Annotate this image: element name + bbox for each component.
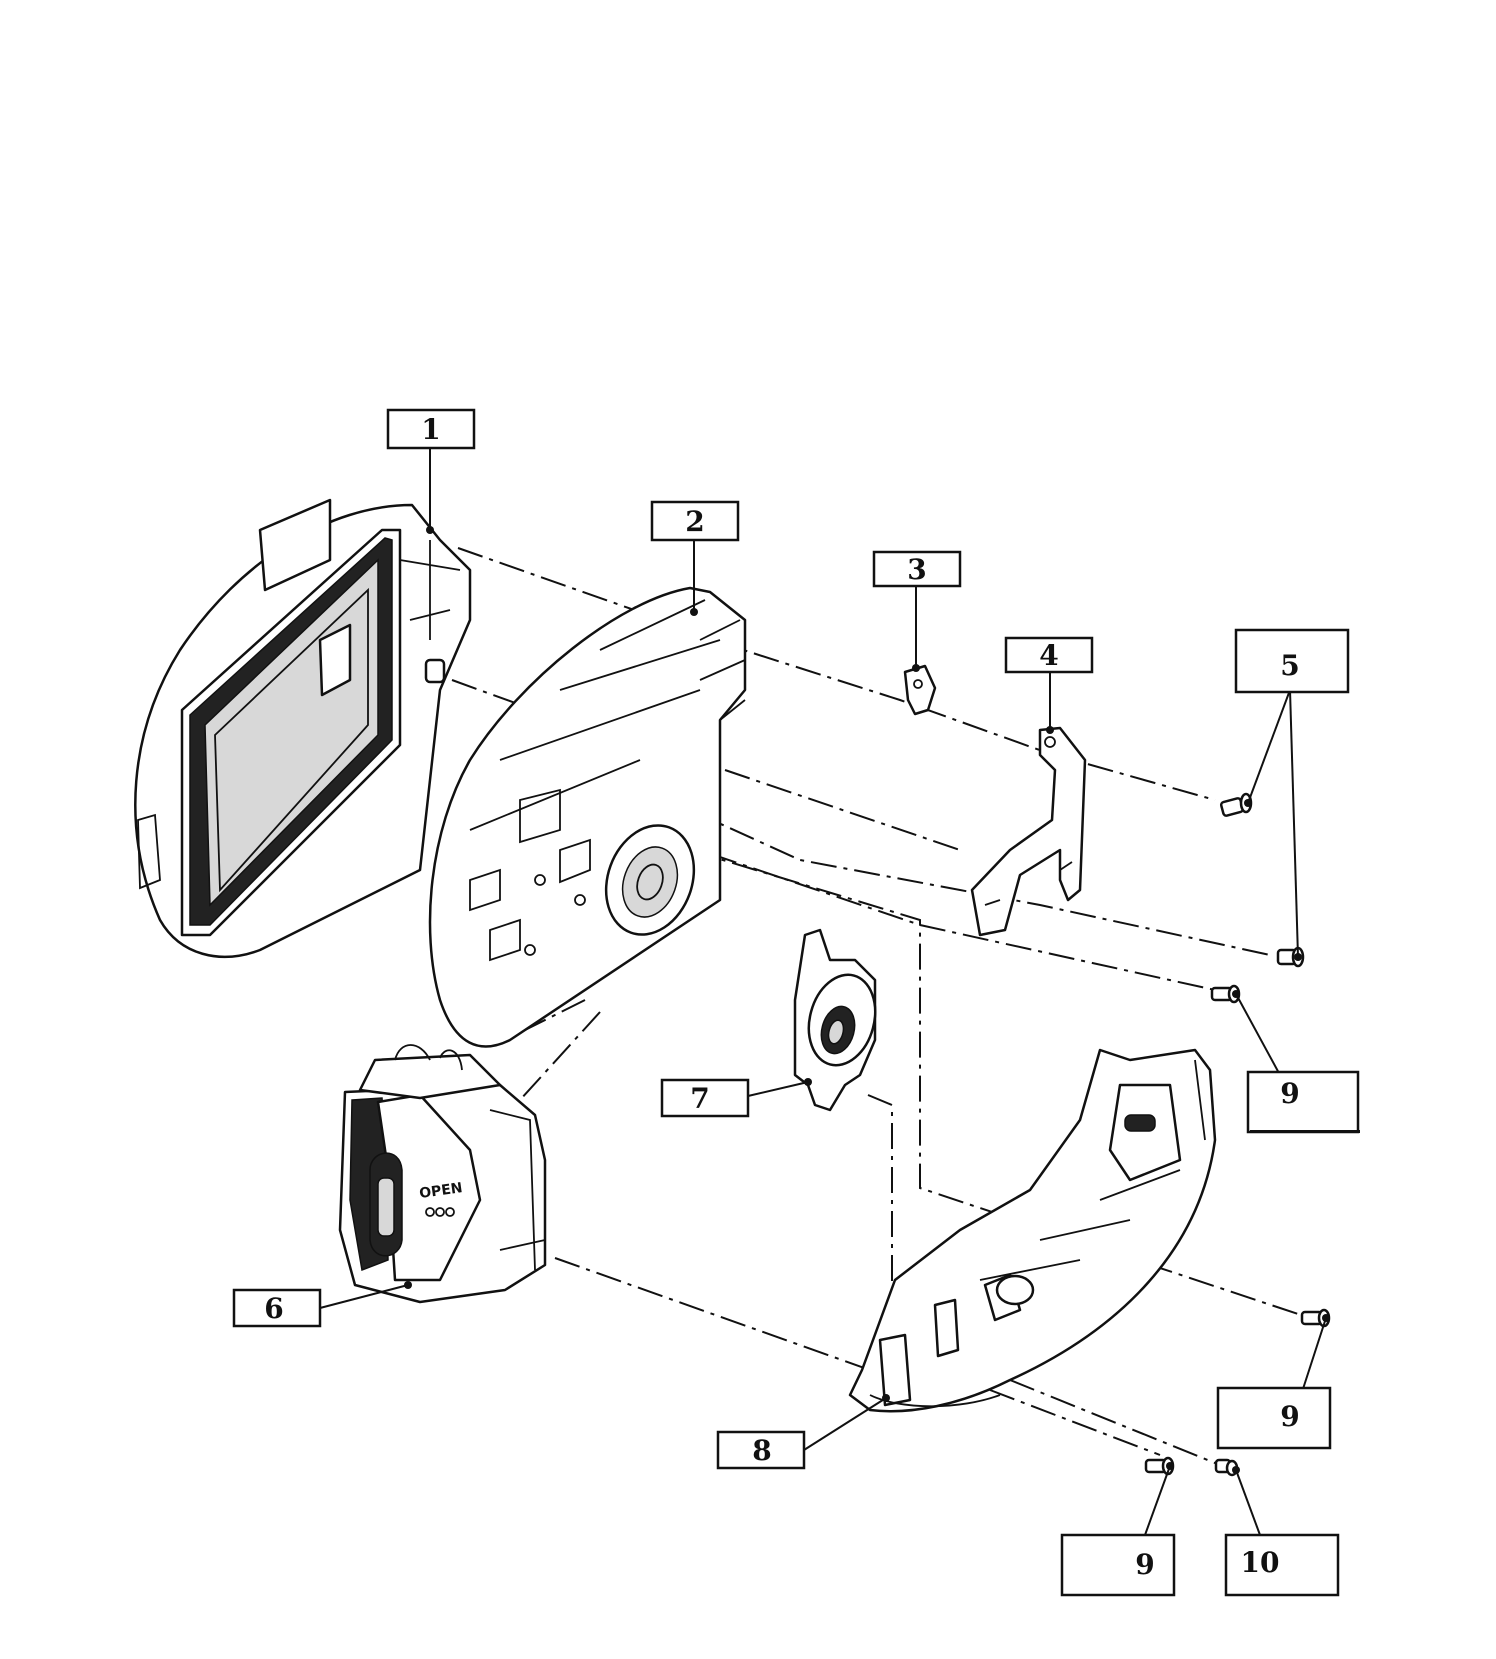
callout-3-label: 3 xyxy=(907,553,926,586)
callout-4: 4 xyxy=(1004,636,1094,674)
part-8-rear-housing xyxy=(848,1048,1217,1413)
callout-2: 2 xyxy=(650,500,740,542)
callout-10-label: 10 xyxy=(1241,1546,1280,1579)
open-marking: OPEN xyxy=(418,1180,463,1202)
callout-6-label: 6 xyxy=(264,1292,283,1325)
leader-lines xyxy=(319,448,1327,1536)
part-6-latch-cover: OPEN xyxy=(338,1044,547,1304)
callout-5: 5 xyxy=(1234,628,1350,694)
callout-8: 8 xyxy=(716,1430,806,1470)
callout-5-label: 5 xyxy=(1280,649,1299,682)
callout-1: 1 xyxy=(386,408,476,450)
callout-7-label: 7 xyxy=(690,1082,709,1115)
part-2-mid-chassis xyxy=(428,586,747,1048)
part-1-front-bezel xyxy=(134,498,472,958)
part-3-small-bracket xyxy=(903,664,937,716)
callout-1-label: 1 xyxy=(421,413,440,446)
part-7-speaker-bracket xyxy=(793,928,877,1112)
callout-9c-label: 9 xyxy=(1135,1548,1154,1581)
callout-4-label: 4 xyxy=(1039,639,1058,672)
part-9-screws xyxy=(1144,984,1331,1476)
screw-9a xyxy=(1210,984,1241,1004)
callout-7: 7 xyxy=(660,1078,750,1118)
callout-6: 6 xyxy=(232,1288,322,1328)
callout-8-label: 8 xyxy=(752,1434,771,1467)
part-4-metal-bracket xyxy=(970,726,1087,937)
callout-9a: 9 xyxy=(1246,1070,1360,1134)
callout-9a-label: 9 xyxy=(1280,1077,1299,1110)
part-10-clip xyxy=(1214,1458,1240,1477)
screw-5a xyxy=(1219,792,1253,817)
callout-10: 10 xyxy=(1224,1533,1340,1597)
callout-9b: 9 xyxy=(1216,1386,1332,1450)
part-5-screws xyxy=(1219,792,1305,968)
callout-9c: 9 xyxy=(1060,1533,1176,1597)
screw-5b xyxy=(1276,946,1305,968)
callout-9b-label: 9 xyxy=(1280,1400,1299,1433)
callout-3: 3 xyxy=(872,550,962,588)
callout-2-label: 2 xyxy=(685,505,704,538)
